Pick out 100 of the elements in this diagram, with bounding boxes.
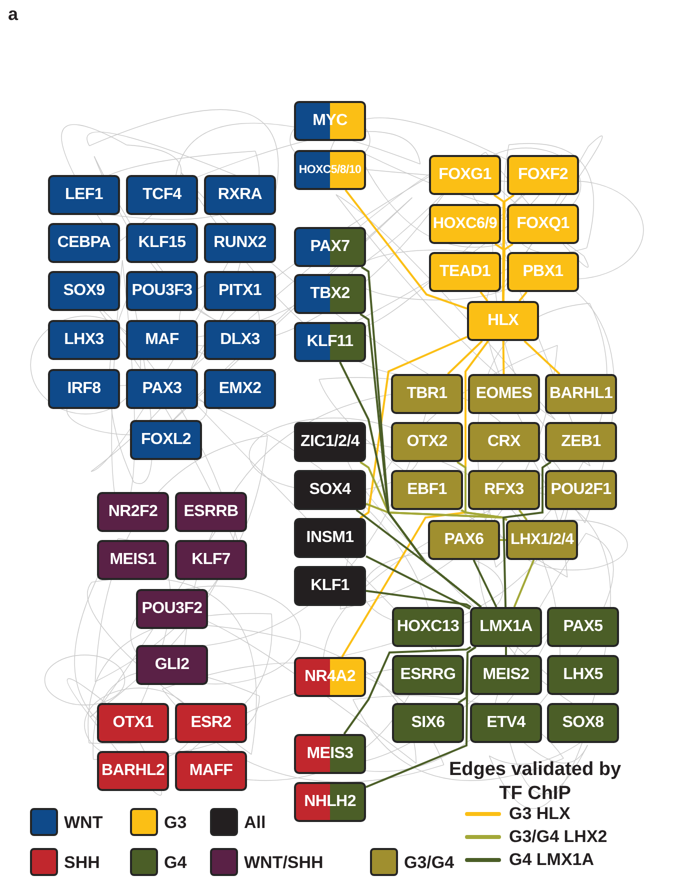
- validated-edge: [518, 291, 528, 302]
- gene-label: HOXC13: [396, 618, 460, 636]
- legend-text: G3 HLX: [509, 804, 570, 824]
- gene-box: [204, 369, 276, 409]
- gene-label: EMX2: [218, 380, 262, 398]
- gene-box: [126, 223, 198, 263]
- legend-text: SHH: [64, 853, 100, 873]
- gene-label: EOMES: [476, 385, 532, 403]
- gene-label: KLF1: [310, 577, 350, 595]
- gene-box: [429, 204, 501, 244]
- gene-box: [507, 204, 579, 244]
- gene-box: [48, 369, 120, 409]
- gene-box: [467, 301, 539, 341]
- gene-label: LHX1/2/4: [510, 531, 574, 549]
- gene-box: [126, 320, 198, 360]
- gene-label: SOX8: [562, 714, 604, 732]
- gene-box: [204, 175, 276, 215]
- gene-label: PAX6: [444, 531, 484, 549]
- legend-text: All: [244, 813, 266, 833]
- gene-box: [48, 175, 120, 215]
- gene-box: [294, 422, 366, 462]
- gene-label: OTX1: [112, 714, 154, 732]
- validated-edge: [447, 340, 483, 375]
- legend-text: G3: [164, 813, 187, 833]
- gene-box: [547, 703, 619, 743]
- gene-label: LMX1A: [480, 618, 532, 636]
- gene-box: [97, 540, 169, 580]
- validated-edge: [513, 560, 535, 608]
- legend-text: G4: [164, 853, 187, 873]
- gene-label: RFX3: [484, 481, 524, 499]
- gene-box: [204, 271, 276, 311]
- gene-label: CEBPA: [57, 234, 111, 252]
- gene-box: [97, 703, 169, 743]
- gene-label: PITX1: [218, 282, 262, 300]
- legend-text: G3/G4 LHX2: [509, 827, 608, 847]
- gene-label: MAFF: [189, 762, 233, 780]
- gene-label: SIX6: [411, 714, 445, 732]
- gene-box: [428, 520, 500, 560]
- gene-box: [391, 422, 463, 462]
- gene-box: [392, 607, 464, 647]
- validated-edge: [518, 509, 528, 521]
- gene-box: [126, 369, 198, 409]
- gene-box: [470, 655, 542, 695]
- gene-label: HLX: [487, 312, 519, 330]
- gene-label: ESRRB: [184, 503, 238, 521]
- validated-edge: [366, 555, 470, 610]
- gene-box: [294, 470, 366, 510]
- gene-label: ZIC1/2/4: [300, 433, 360, 451]
- gene-label: TBR1: [406, 385, 448, 403]
- gene-label: ESR2: [190, 714, 232, 732]
- gene-label: SOX9: [63, 282, 105, 300]
- gene-box: [294, 734, 366, 774]
- gene-box: [294, 274, 366, 314]
- gene-box: [97, 492, 169, 532]
- gene-box: [468, 470, 540, 510]
- validated-edge: [344, 189, 468, 310]
- gene-box: [204, 320, 276, 360]
- gene-box: [294, 518, 366, 558]
- legend-text: G4 LMX1A: [509, 850, 594, 870]
- validated-edge: [343, 646, 472, 735]
- gene-box: [468, 422, 540, 462]
- legend-heading: Edges validated by TF ChIP: [448, 758, 622, 806]
- gene-box: [468, 374, 540, 414]
- gene-box: [48, 320, 120, 360]
- gene-box: [392, 703, 464, 743]
- gene-box: [136, 645, 208, 685]
- gene-box: [126, 271, 198, 311]
- gene-label: TBX2: [310, 285, 350, 303]
- gene-box: [392, 655, 464, 695]
- gene-box: [545, 470, 617, 510]
- validated-edge: [480, 291, 488, 302]
- gene-label: MAF: [145, 331, 179, 349]
- gene-label: FOXL2: [140, 431, 192, 449]
- gene-label: HOXC6/9: [432, 215, 498, 233]
- gene-label: FOXG1: [438, 166, 492, 184]
- validated-edge: [366, 590, 472, 608]
- gene-label: SOX4: [309, 481, 351, 499]
- gene-box: [470, 607, 542, 647]
- gene-label: IRF8: [67, 380, 101, 398]
- gene-label: RXRA: [218, 186, 262, 204]
- gene-box: [48, 271, 120, 311]
- gene-box: [175, 492, 247, 532]
- legend-text: G3/G4: [404, 853, 454, 873]
- validated-edge: [524, 340, 560, 375]
- gene-box: [507, 155, 579, 195]
- validated-edge: [472, 560, 498, 608]
- gene-label: BARHL1: [549, 385, 613, 403]
- gene-label: GLI2: [154, 656, 190, 674]
- validated-edge: [505, 647, 507, 655]
- gene-box: [97, 751, 169, 791]
- gene-label: PAX3: [142, 380, 182, 398]
- gene-label: LEF1: [65, 186, 103, 204]
- validated-edge: [366, 502, 508, 521]
- gene-label: EBF1: [407, 481, 447, 499]
- legend-text: WNT: [64, 813, 103, 833]
- gene-box: [470, 703, 542, 743]
- gene-label: PAX5: [563, 618, 603, 636]
- gene-label: KLF11: [306, 333, 354, 351]
- gene-label: MEIS3: [306, 745, 354, 763]
- gene-label: POU3F3: [132, 282, 192, 300]
